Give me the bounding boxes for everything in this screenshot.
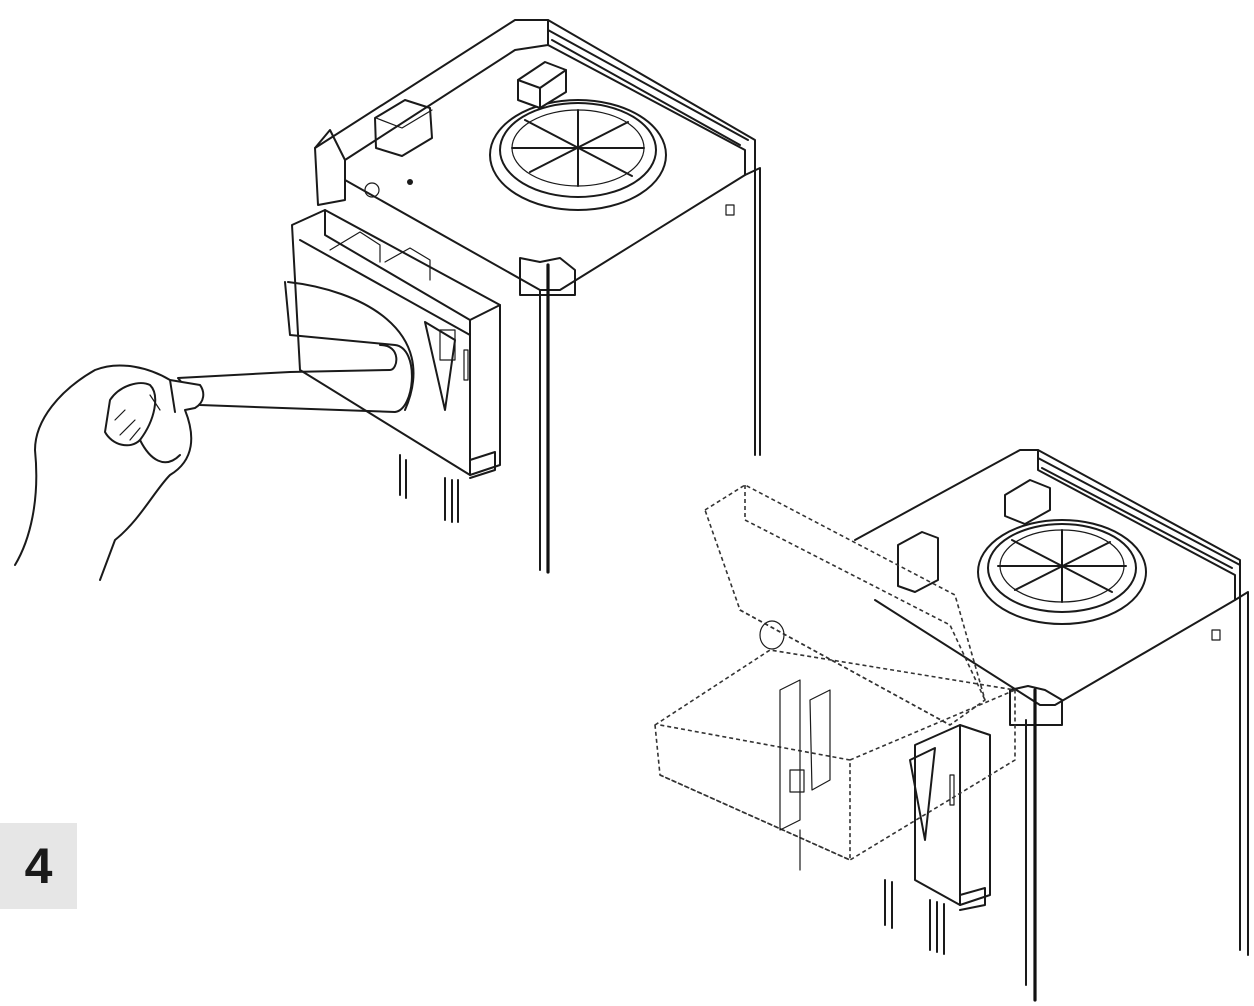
step-number-badge: 4 [0,823,77,909]
boiler-unit-bottom [654,449,1249,1002]
step-number: 4 [24,838,53,894]
control-box-ghost [654,484,1016,871]
control-box-lowered [884,724,991,955]
fan-grille-icon [977,519,1147,625]
fan-grille-icon [489,99,667,211]
boiler-unit-top [14,19,761,581]
control-box-top [291,209,501,523]
hand-pulling-strip-icon [14,364,205,581]
